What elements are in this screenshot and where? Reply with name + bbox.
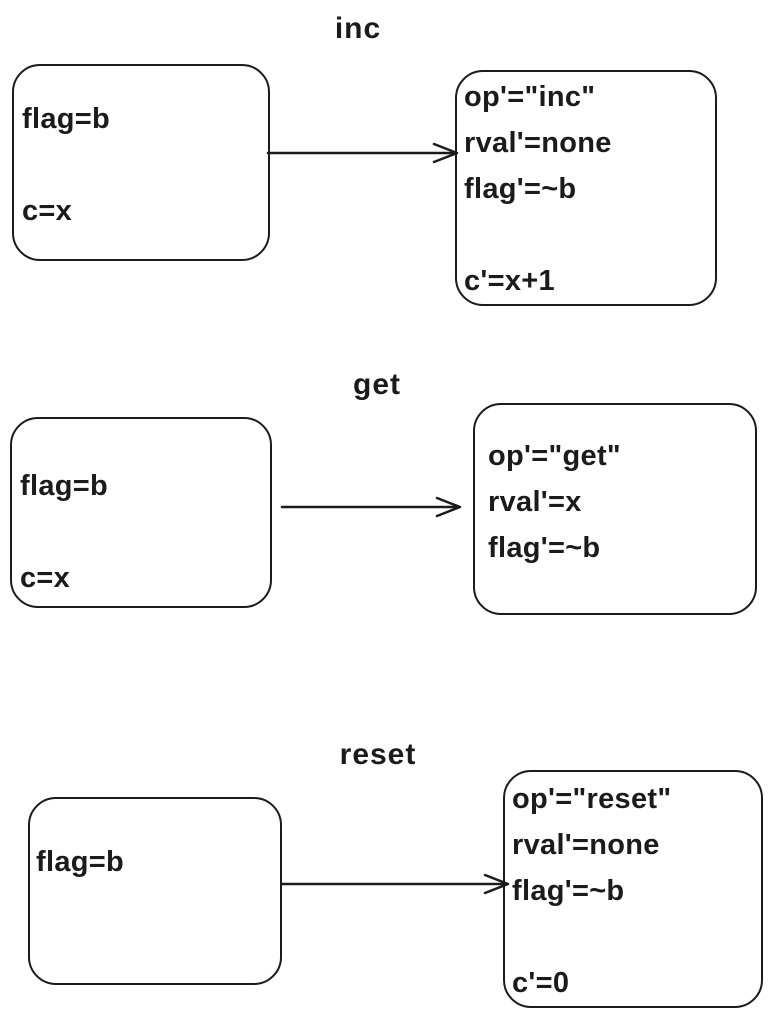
- pre-state-box-reset: flag=b: [28, 797, 282, 985]
- state-line: flag'=~b: [464, 173, 577, 205]
- state-line: flag'=~b: [488, 532, 601, 564]
- state-line: c=x: [20, 562, 71, 594]
- post-state-box-get: op'="get" rval'=x flag'=~b: [473, 403, 757, 615]
- post-state-box-inc: op'="inc" rval'=none flag'=~b c'=x+1: [455, 70, 717, 306]
- pre-state-box-get: flag=b c=x: [10, 417, 272, 608]
- state-line: c=x: [22, 195, 73, 227]
- state-line: flag=b: [36, 846, 125, 878]
- state-line: op'="reset": [512, 783, 672, 815]
- state-line: flag=b: [20, 470, 109, 502]
- state-line: rval'=x: [488, 486, 582, 518]
- transition-arrow-reset: [280, 873, 510, 895]
- state-line: [512, 914, 671, 960]
- state-line: [22, 142, 110, 188]
- transition-label-inc: inc: [334, 12, 382, 45]
- transition-label-reset: reset: [339, 738, 417, 771]
- transition-arrow-inc: [266, 142, 459, 164]
- state-line: [464, 212, 612, 258]
- state-line: rval'=none: [512, 829, 660, 861]
- pre-state-box-inc: flag=b c=x: [12, 64, 270, 261]
- state-line: rval'=none: [464, 127, 612, 159]
- state-line: c'=0: [512, 967, 570, 999]
- state-line: flag=b: [22, 103, 111, 135]
- state-line: op'="get": [488, 440, 621, 472]
- state-line: op'="inc": [464, 81, 596, 113]
- post-state-box-reset: op'="reset" rval'=none flag'=~b c'=0: [503, 770, 763, 1008]
- transition-label-get: get: [353, 368, 401, 401]
- state-line: [20, 509, 108, 555]
- state-line: c'=x+1: [464, 265, 555, 297]
- state-line: flag'=~b: [512, 875, 625, 907]
- transition-arrow-get: [280, 496, 462, 518]
